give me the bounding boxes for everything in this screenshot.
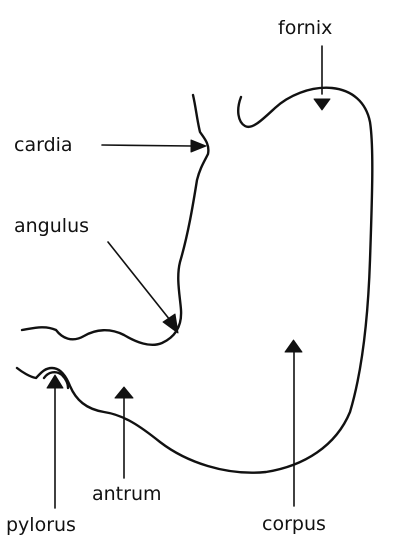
- arrowhead-corpus: [285, 340, 302, 352]
- label-pylorus: pylorus: [6, 514, 76, 536]
- arrowhead-antrum: [115, 387, 133, 398]
- label-antrum: antrum: [92, 483, 162, 505]
- arrowhead-fornix: [314, 99, 330, 110]
- arrowhead-angulus: [163, 314, 178, 333]
- arrow-angulus: [108, 242, 170, 320]
- label-fornix: fornix: [278, 17, 332, 39]
- arrow-cardia: [102, 145, 192, 146]
- arrowhead-pylorus: [47, 375, 63, 388]
- label-angulus: angulus: [14, 215, 89, 237]
- label-cardia: cardia: [14, 134, 73, 156]
- label-corpus: corpus: [262, 513, 326, 535]
- arrowhead-cardia: [191, 140, 206, 152]
